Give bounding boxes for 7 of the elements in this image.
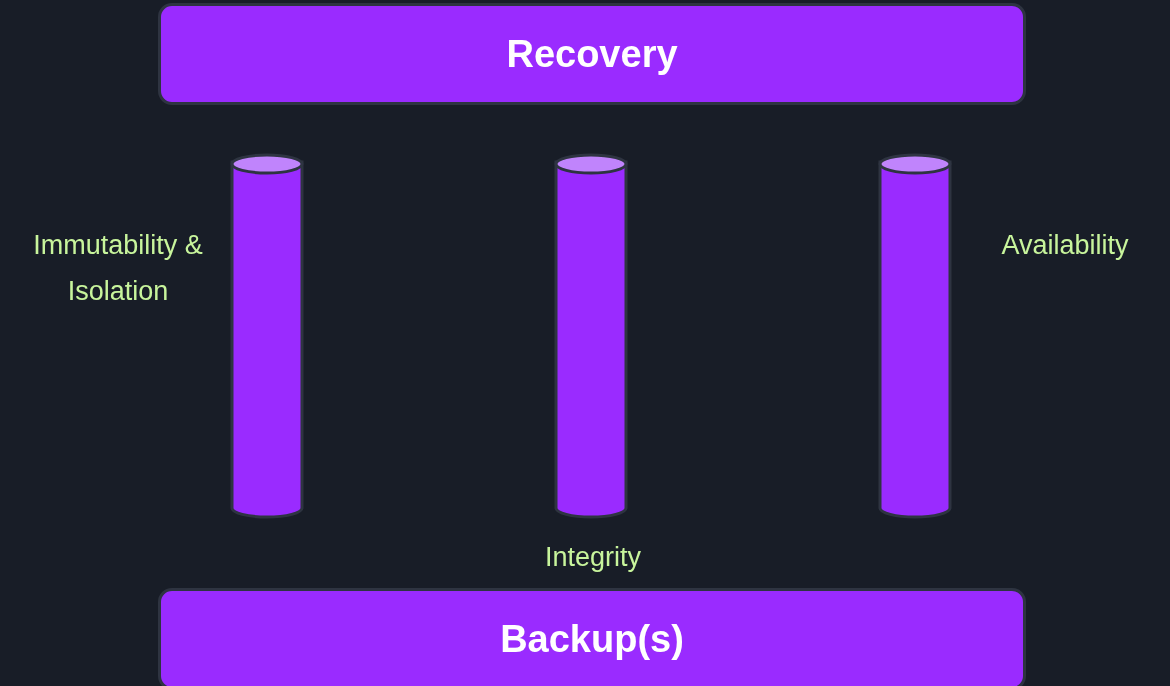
banner-title: Recovery [506, 32, 678, 76]
banner-title: Backup(s) [500, 617, 684, 661]
pillar-label: Immutability & Isolation [32, 229, 204, 308]
banner-bar [158, 588, 1026, 686]
pillar-label: Integrity [543, 541, 642, 574]
pillar-label: Availability [1000, 229, 1130, 262]
banner-bar [158, 3, 1026, 105]
